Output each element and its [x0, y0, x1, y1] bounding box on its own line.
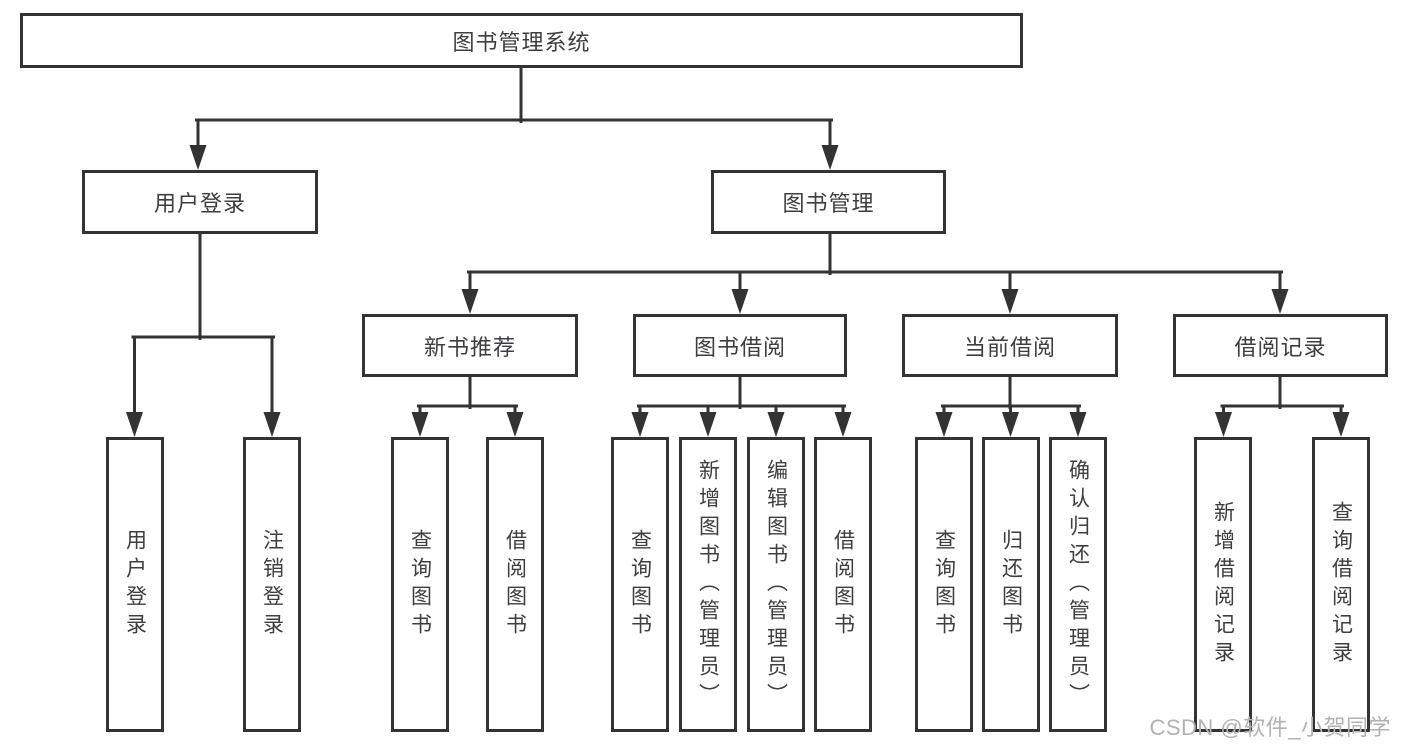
watermark: CSDN @软件_小贺同学	[1149, 715, 1391, 740]
node-new-book-recommend: 新书推荐	[362, 314, 578, 377]
leaf-query-books-2: 查询图书	[611, 437, 669, 732]
leaf-borrow-books-2: 借阅图书	[814, 437, 872, 732]
leaf-return-books: 归还图书	[982, 437, 1040, 732]
leaf-logout: 注销登录	[243, 437, 301, 732]
leaf-confirm-return-admin: 确认归还（管理员）	[1049, 437, 1107, 732]
leaf-query-books-1: 查询图书	[391, 437, 449, 732]
leaf-add-borrow-record: 新增借阅记录	[1194, 437, 1252, 732]
node-borrowing-records: 借阅记录	[1173, 314, 1388, 377]
leaf-add-book-admin: 新增图书（管理员）	[679, 437, 737, 732]
node-current-borrowing: 当前借阅	[902, 314, 1118, 377]
node-book-management: 图书管理	[711, 170, 946, 234]
leaf-query-borrow-record: 查询借阅记录	[1312, 437, 1370, 732]
node-book-borrowing: 图书借阅	[633, 314, 847, 377]
leaf-query-books-3: 查询图书	[915, 437, 973, 732]
arrowheads	[126, 145, 1350, 437]
leaf-borrow-books-1: 借阅图书	[486, 437, 544, 732]
leaf-user-login: 用户登录	[106, 437, 164, 732]
node-root: 图书管理系统	[20, 13, 1023, 68]
leaf-edit-book-admin: 编辑图书（管理员）	[747, 437, 805, 732]
node-user-login: 用户登录	[82, 170, 318, 234]
